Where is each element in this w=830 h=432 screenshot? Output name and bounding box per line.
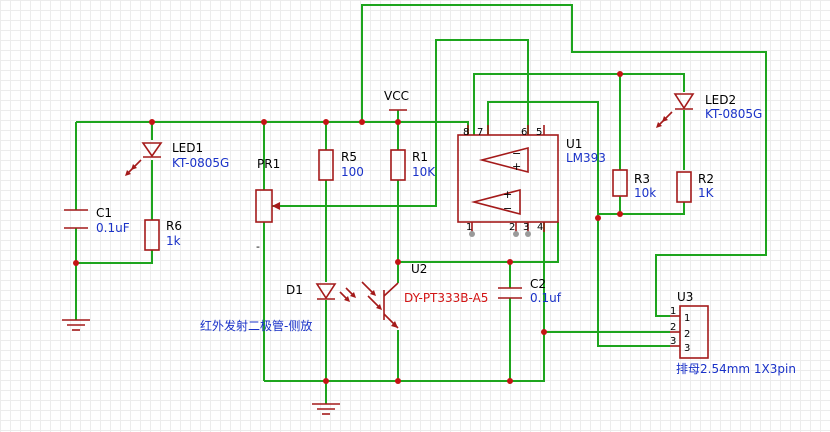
junction-dot: [323, 119, 329, 125]
wire-ground-bus[interactable]: [264, 222, 545, 382]
r1-ref: R1: [412, 150, 428, 164]
led2-value: KT-0805G: [705, 107, 762, 121]
r6-value: 1k: [166, 234, 181, 248]
junction-dot: [617, 211, 623, 217]
junction-dot: [149, 119, 155, 125]
r3-value: 10k: [634, 186, 656, 200]
u1-pin6: 6: [521, 127, 527, 138]
pr1-ref: PR1: [257, 157, 280, 171]
led-led2[interactable]: LED2 KT-0805G: [656, 93, 762, 128]
u1-pin-endpoint: [469, 231, 475, 237]
wire-r6-bottom[interactable]: [76, 250, 153, 264]
u1-pin8: 8: [463, 127, 469, 138]
u3-value: 排母2.54mm 1X3pin: [676, 362, 796, 376]
u1-pin2: 2: [509, 222, 515, 233]
c2-ref: C2: [530, 277, 546, 291]
wire-r3-r2[interactable]: [619, 196, 685, 215]
wire-pin6-up[interactable]: [487, 101, 670, 347]
r3-ref: R3: [634, 172, 650, 186]
u1-op1-plus: +: [512, 160, 521, 173]
capacitor-c1[interactable]: C1 0.1uF: [64, 206, 130, 235]
u3-pin3-inner: 3: [684, 343, 690, 354]
phototransistor-u2[interactable]: U2 DY-PT333B-A5: [361, 262, 488, 329]
r1-value: 10K: [412, 165, 436, 179]
wire-loop-top-outer[interactable]: [361, 4, 767, 317]
wire-pr1-wiper[interactable]: [272, 39, 529, 207]
wire-node-c2[interactable]: [398, 222, 559, 263]
wire-vcc-rail[interactable]: [76, 121, 469, 135]
resistor-r3[interactable]: R3 10k: [612, 169, 656, 200]
u3-ref: U3: [677, 290, 693, 304]
r5-ref: R5: [341, 150, 357, 164]
led1-ref: LED1: [172, 141, 203, 155]
resistor-r6[interactable]: R6 1k: [144, 219, 182, 251]
u1-pin7: 7: [477, 127, 483, 138]
c2-value: 0.1uf: [530, 291, 562, 305]
u1-ref: U1: [566, 137, 582, 151]
u1-pin-endpoint: [525, 231, 531, 237]
u2-ref: U2: [411, 262, 427, 276]
junction-dot: [617, 71, 623, 77]
wires: [75, 4, 767, 404]
u3-pin1-outer: 1: [670, 306, 676, 317]
r6-ref: R6: [166, 219, 182, 233]
d1-value: 红外发射二极管-侧放: [200, 318, 312, 333]
u3-pin2-inner: 2: [684, 329, 690, 340]
r5-value: 100: [341, 165, 364, 179]
u3-pin1-inner: 1: [684, 313, 690, 324]
resistor-r1[interactable]: R1 10K: [390, 149, 436, 181]
u1-pin5: 5: [536, 127, 542, 138]
r2-value: 1K: [698, 186, 715, 200]
u1-op2-plus: +: [503, 188, 512, 201]
u1-pin3: 3: [523, 222, 529, 233]
led2-ref: LED2: [705, 93, 736, 107]
comparator-u1[interactable]: − + + − 8 7 6 5 1 2 3 4 U1 LM393: [457, 125, 606, 237]
junction-dot: [595, 215, 601, 221]
u3-pin3-outer: 3: [670, 336, 676, 347]
resistor-r2[interactable]: R2 1K: [676, 171, 715, 203]
u1-pin4: 4: [537, 222, 543, 233]
u1-op1-minus: −: [512, 147, 521, 160]
junction-dot: [395, 119, 401, 125]
led1-value: KT-0805G: [172, 156, 229, 170]
c1-value: 0.1uF: [96, 221, 130, 235]
junctions: [73, 71, 623, 384]
u1-pin-endpoint: [513, 231, 519, 237]
junction-dot: [73, 260, 79, 266]
junction-dot: [507, 378, 513, 384]
ir-diode-d1[interactable]: D1 红外发射二极管-侧放: [200, 283, 356, 333]
junction-dot: [395, 378, 401, 384]
vcc-label: VCC: [384, 89, 409, 103]
u1-op2-minus: −: [503, 202, 512, 215]
vcc-power-symbol[interactable]: VCC: [384, 89, 409, 111]
u1-value: LM393: [566, 151, 606, 165]
junction-dot: [323, 378, 329, 384]
junction-dot: [507, 259, 513, 265]
junction-dot: [541, 329, 547, 335]
d1-ref: D1: [286, 283, 303, 297]
led-led1[interactable]: LED1 KT-0805G: [125, 141, 229, 176]
wire-loop-r3[interactable]: [473, 73, 685, 135]
u2-value: DY-PT333B-A5: [404, 291, 488, 305]
resistor-r5[interactable]: R5 100: [318, 149, 364, 181]
capacitor-c2[interactable]: C2 0.1uf: [498, 277, 562, 305]
header-u3[interactable]: 1 2 3 1 2 3 U3 排母2.54mm 1X3pin: [670, 290, 796, 376]
r2-ref: R2: [698, 172, 714, 186]
junction-dot: [395, 259, 401, 265]
junction-dot: [261, 119, 267, 125]
ground-symbol-left: [62, 319, 90, 331]
potentiometer-pr1[interactable]: PR1 -: [255, 157, 280, 253]
u3-pin2-outer: 2: [670, 322, 676, 333]
c1-ref: C1: [96, 206, 112, 220]
u1-pin1: 1: [466, 222, 472, 233]
ground-symbol-bottom: [312, 403, 340, 415]
pr1-minus-label: -: [256, 240, 260, 253]
junction-dot: [359, 119, 365, 125]
